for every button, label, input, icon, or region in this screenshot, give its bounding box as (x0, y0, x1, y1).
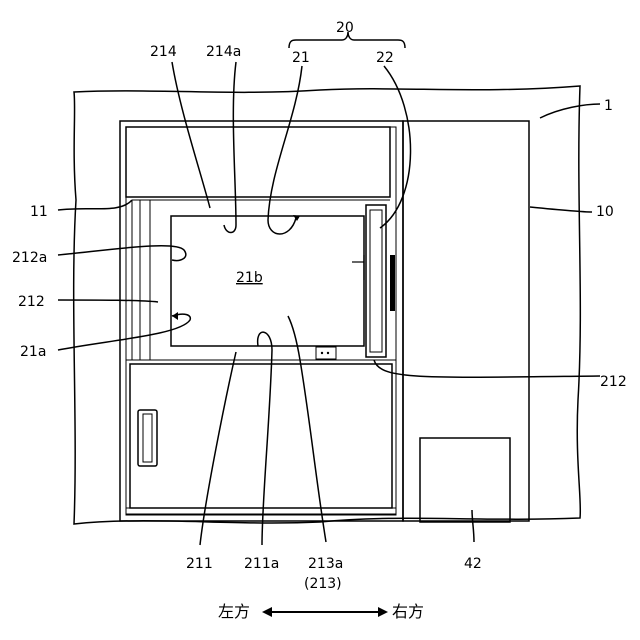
cavity-21 (171, 216, 364, 346)
label-42: 42 (464, 556, 482, 572)
label-212-left: 212 (18, 294, 45, 310)
label-214: 214 (150, 44, 177, 60)
label-212a: 212a (12, 250, 47, 266)
box-42 (420, 438, 510, 522)
label-214a: 214a (206, 44, 241, 60)
control-panel (316, 347, 336, 359)
label-21: 21 (292, 50, 310, 66)
label-211: 211 (186, 556, 213, 572)
label-22: 22 (376, 50, 394, 66)
label-212-right: 212 (600, 374, 627, 390)
label-1: 1 (604, 98, 613, 114)
label-dir-left: 左方 (218, 602, 250, 621)
enclosure-frame (120, 121, 403, 521)
lower-cabinet (130, 364, 392, 508)
label-211a: 211a (244, 556, 279, 572)
door-22 (366, 205, 386, 357)
cabinet-handle (138, 410, 157, 466)
label-11: 11 (30, 204, 48, 220)
label-213: (213) (304, 576, 342, 592)
label-20: 20 (336, 20, 354, 36)
label-10: 10 (596, 204, 614, 220)
enclosure-inner (126, 127, 396, 515)
upper-box (126, 127, 390, 197)
label-21a: 21a (20, 344, 46, 360)
label-dir-right: 右方 (392, 602, 424, 621)
label-21b: 21b (236, 270, 263, 286)
label-213a: 213a (308, 556, 343, 572)
